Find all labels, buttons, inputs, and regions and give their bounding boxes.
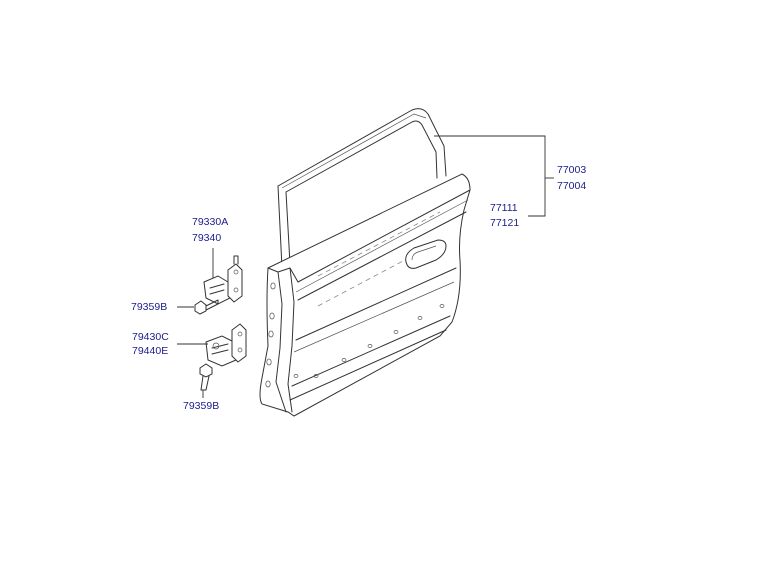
door-window-frame [277, 108, 447, 269]
label-79330a: 79330A [192, 216, 229, 228]
label-79359b-lower: 79359B [183, 400, 220, 412]
label-79440e: 79440E [132, 345, 169, 357]
door-outer-panel [259, 173, 471, 417]
label-79359b-upper: 79359B [131, 301, 168, 313]
label-77121: 77121 [490, 217, 520, 229]
label-77111: 77111 [490, 202, 518, 214]
label-77004: 77004 [557, 180, 587, 192]
lower-hinge-drawing [205, 323, 247, 367]
label-79340: 79340 [192, 232, 222, 244]
leader-lines [177, 135, 554, 398]
label-77003: 77003 [557, 164, 587, 176]
upper-hinge-drawing [203, 255, 243, 305]
label-79430c: 79430C [132, 331, 169, 343]
upper-bolt-drawing [194, 299, 219, 315]
lower-bolt-drawing [199, 363, 213, 391]
